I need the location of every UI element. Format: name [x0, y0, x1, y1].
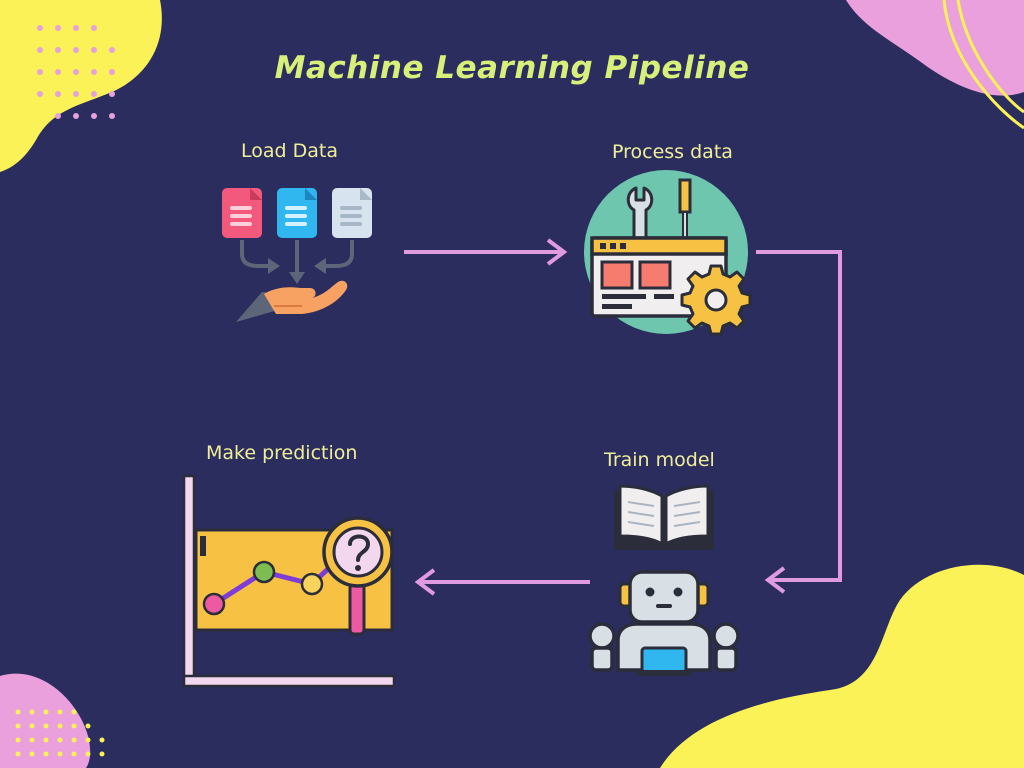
step-label-load-data: Load Data — [241, 140, 338, 162]
arrow-load-to-process — [404, 238, 568, 266]
documents-to-hand-icon — [222, 188, 372, 322]
step-label-make-prediction: Make prediction — [206, 442, 358, 464]
step-label-process-data: Process data — [612, 141, 733, 163]
diagram-title: Machine Learning Pipeline — [274, 50, 750, 86]
robot-book-icon — [588, 484, 740, 676]
tools-window-gear-icon — [584, 170, 752, 336]
arrow-train-to-predict — [414, 568, 590, 596]
step-label-train-model: Train model — [604, 449, 715, 471]
chart-magnifier-question-icon — [182, 474, 396, 688]
arrow-process-to-train — [756, 250, 842, 594]
